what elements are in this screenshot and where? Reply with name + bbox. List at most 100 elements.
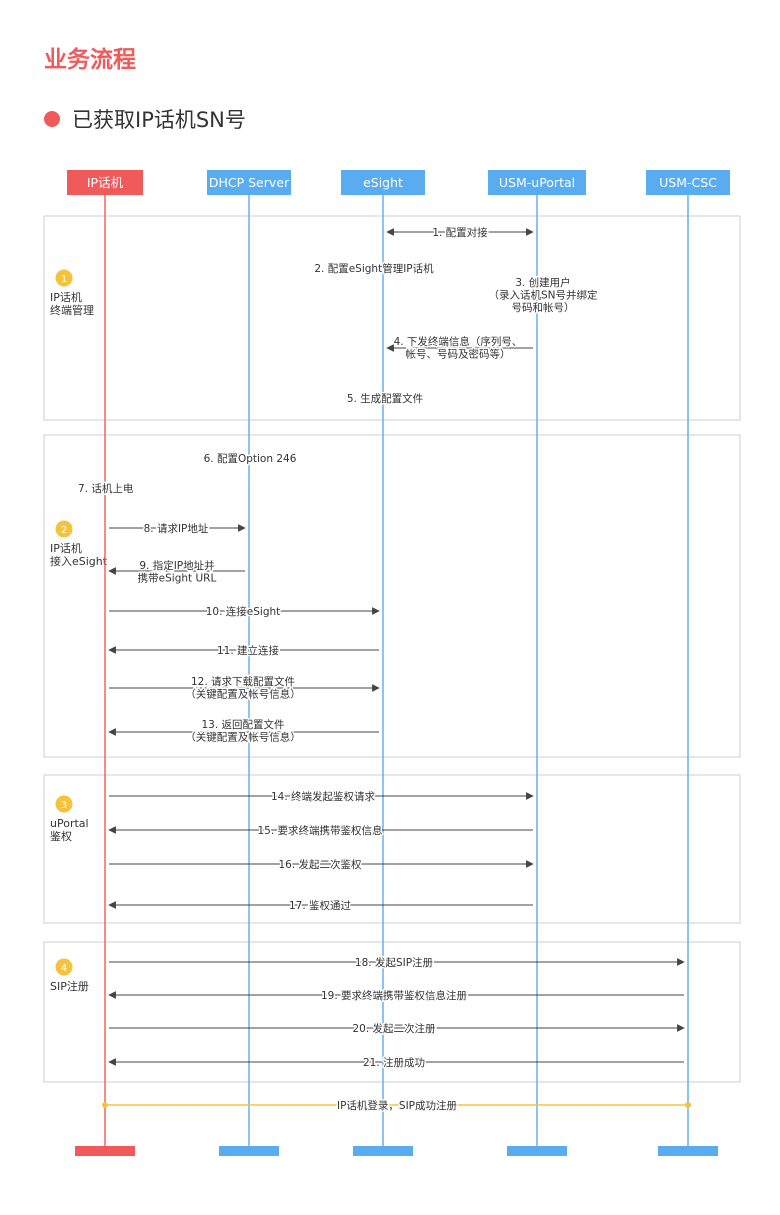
final-endpoint-dot — [685, 1102, 691, 1108]
section-number-badge: 2 — [55, 520, 73, 538]
message-m6: 6. 配置Option 246 — [202, 452, 298, 467]
page-title: 业务流程 — [44, 47, 136, 73]
final-endpoint-dot — [102, 1102, 108, 1108]
message-m8: 8. 请求IP地址 — [109, 521, 246, 537]
participant-label: IP话机 — [87, 175, 124, 190]
section-number: 2 — [61, 525, 67, 536]
participant-label: USM-CSC — [659, 175, 717, 190]
message-label: 帐号、号码及密码等） — [406, 348, 511, 361]
participant-label: DHCP Server — [209, 175, 290, 190]
message-label: 20. 发起二次注册 — [352, 1022, 436, 1035]
section-badge-circle — [55, 958, 73, 976]
section-box — [43, 434, 741, 758]
message-label: 16. 发起二次鉴权 — [278, 858, 362, 871]
section-badge-circle — [55, 520, 73, 538]
message-label: 17. 鉴权通过 — [289, 899, 352, 912]
section-box — [43, 774, 741, 924]
message-m16: 16. 发起二次鉴权 — [109, 857, 534, 873]
section-number: 3 — [61, 800, 67, 811]
message-label: 13. 返回配置文件 — [201, 718, 284, 731]
section-label: 接入eSight — [50, 555, 108, 568]
message-label: 2. 配置eSight管理IP话机 — [314, 262, 434, 275]
section-label: uPortal — [50, 817, 89, 830]
message-label: 4. 下发终端信息（序列号、 — [394, 335, 523, 348]
message-label: 1. 配置对接 — [432, 226, 488, 239]
message-label: 21. 注册成功 — [363, 1056, 425, 1069]
section-number-badge: 1 — [55, 269, 73, 287]
section-box — [43, 215, 741, 421]
message-m18: 18. 发起SIP注册 — [109, 955, 685, 971]
participant-foot-uportal — [507, 1146, 567, 1156]
participant-label: eSight — [363, 175, 403, 190]
section-box — [43, 941, 741, 1083]
section-number: 1 — [61, 274, 67, 285]
message-m4: 4. 下发终端信息（序列号、帐号、号码及密码等） — [386, 334, 533, 362]
section-badge-circle — [55, 795, 73, 813]
message-m11: 11. 建立连接 — [108, 643, 379, 659]
participant-label: USM-uPortal — [499, 175, 575, 190]
participant-foot-phone — [75, 1146, 135, 1156]
message-label: （关键配置及帐号信息） — [185, 688, 301, 701]
bullet-dot-icon — [44, 111, 60, 127]
section-number-badge: 3 — [55, 795, 73, 813]
participant-head-box — [488, 170, 586, 195]
participant-head-box — [341, 170, 425, 195]
section-badge-circle — [55, 269, 73, 287]
message-m5: 5. 生成配置文件 — [345, 391, 424, 407]
section-label: 终端管理 — [50, 303, 94, 317]
message-label: （关键配置及帐号信息） — [185, 731, 301, 744]
section-label: SIP注册 — [50, 979, 89, 993]
message-m22: IP话机登录，SIP成功注册 — [102, 1098, 691, 1114]
section-number: 4 — [61, 963, 67, 974]
message-label: 18. 发起SIP注册 — [355, 956, 434, 969]
message-m2: 2. 配置eSight管理IP话机 — [313, 261, 436, 277]
message-m19: 19. 要求终端携带鉴权信息注册 — [108, 988, 684, 1004]
message-m1: 1. 配置对接 — [386, 225, 534, 241]
participant-foot-esight — [353, 1146, 413, 1156]
participant-head-box — [67, 170, 143, 195]
message-label: 9. 指定IP地址并 — [139, 559, 214, 572]
message-label: 10. 连接eSight — [206, 605, 281, 618]
message-label: 6. 配置Option 246 — [204, 453, 297, 465]
message-label: （录入话机SN号并绑定 — [488, 289, 598, 302]
participant-uportal: USM-uPortal — [488, 170, 586, 195]
message-label: 5. 生成配置文件 — [347, 392, 423, 405]
message-label: 号码和帐号） — [512, 301, 575, 314]
message-label: 12. 请求下载配置文件 — [191, 675, 295, 688]
message-label: 14. 终端发起鉴权请求 — [271, 790, 376, 803]
message-m21: 21. 注册成功 — [108, 1055, 684, 1071]
message-m20: 20. 发起二次注册 — [109, 1021, 685, 1037]
section-label: IP话机 — [50, 290, 82, 304]
participant-esight: eSight — [341, 170, 425, 195]
section-label: IP话机 — [50, 541, 82, 555]
message-m12: 12. 请求下载配置文件（关键配置及帐号信息） — [109, 674, 380, 702]
participant-head-box — [646, 170, 730, 195]
subtitle-row: 已获取IP话机SN号 — [44, 104, 246, 134]
participant-csc: USM-CSC — [646, 170, 730, 195]
participant-head-box — [207, 170, 291, 195]
message-label: 15. 要求终端携带鉴权信息 — [257, 824, 382, 837]
message-m17: 17. 鉴权通过 — [108, 898, 533, 914]
message-m7: 7. 话机上电 — [77, 481, 136, 497]
participant-foot-dhcp — [219, 1146, 279, 1156]
message-label: 8. 请求IP地址 — [144, 522, 209, 535]
participant-foot-csc — [658, 1146, 718, 1156]
section-subtitle: 已获取IP话机SN号 — [72, 108, 246, 132]
message-m15: 15. 要求终端携带鉴权信息 — [108, 823, 533, 839]
section-number-badge: 4 — [55, 958, 73, 976]
message-label: 3. 创建用户 — [515, 276, 570, 289]
message-m14: 14. 终端发起鉴权请求 — [109, 789, 534, 805]
message-label: IP话机登录，SIP成功注册 — [337, 1099, 458, 1112]
message-label: 19. 要求终端携带鉴权信息注册 — [321, 989, 468, 1002]
message-label: 7. 话机上电 — [78, 482, 134, 495]
message-m10: 10. 连接eSight — [109, 604, 380, 620]
message-label: 11. 建立连接 — [217, 644, 280, 657]
message-label: 携带eSight URL — [138, 572, 217, 585]
